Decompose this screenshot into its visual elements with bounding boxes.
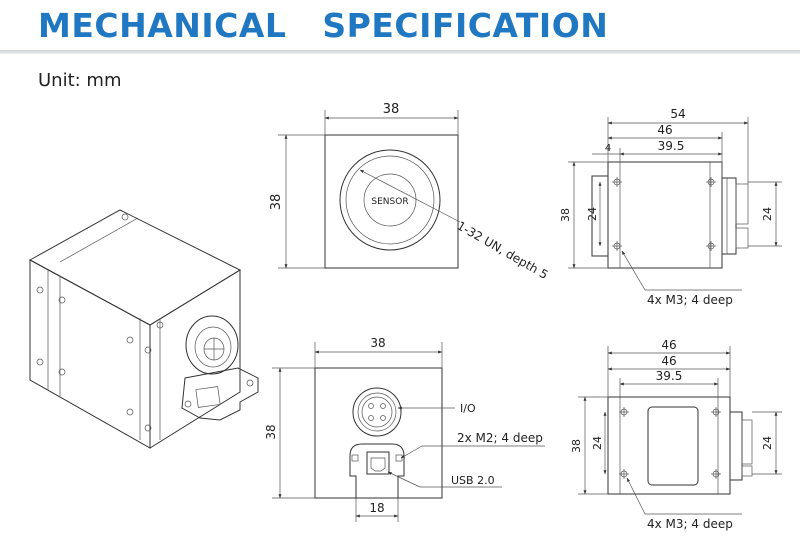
side-top-overall-dim: 54	[670, 107, 685, 121]
iso-screw-hole	[36, 358, 44, 366]
front-view: SENSOR 38 38 1-32 UN, depth 5	[269, 102, 551, 282]
io-label: I/O	[460, 402, 476, 415]
side-bottom-connector	[729, 411, 743, 481]
side-bottom-height-dim: 38	[570, 439, 583, 453]
page-title: MECHANICAL SPECIFICATION	[38, 6, 609, 45]
side-bottom-body	[607, 396, 731, 495]
side-top-inner-dim: 39.5	[658, 139, 685, 153]
iso-screw-hole	[144, 424, 152, 432]
iso-screw-hole	[156, 321, 164, 329]
iso-screw-hole	[58, 296, 66, 304]
side-top-holes-label: 4x M3; 4 deep	[647, 293, 733, 307]
crosshair-icon	[612, 177, 716, 251]
side-bottom-hole-left-dim: 24	[591, 436, 604, 450]
sensor-inner-ring	[345, 155, 435, 245]
front-body	[324, 134, 459, 269]
unit-label: Unit: mm	[38, 70, 122, 91]
side-top-connector	[721, 177, 737, 255]
sensor-label: SENSOR	[371, 197, 408, 207]
iso-top-face	[28, 209, 242, 326]
mount-thread-label: 1-32 UN, depth 5	[455, 218, 551, 282]
side-bottom-body-dim: 46	[661, 354, 676, 368]
front-height-dim: 38	[269, 194, 284, 211]
rear-width-dim: 38	[370, 336, 385, 350]
side-bottom-hole-right-dim: 24	[761, 436, 774, 450]
usb-bracket	[349, 443, 405, 499]
iso-screw-hole	[121, 213, 129, 221]
iso-io-connector	[185, 315, 239, 375]
usb-port	[366, 451, 390, 475]
side-view-bottom: 46 46 39.5 38 24 24 4x M3; 4 deep	[570, 338, 782, 531]
crosshair-icon	[619, 407, 721, 479]
iso-screw-hole	[58, 368, 66, 376]
sensor-outer-ring	[339, 149, 441, 251]
title-underline	[0, 50, 800, 54]
side-view-top: 54 46 39.5 4 38 24 24 4x M3; 4 deep	[559, 107, 782, 307]
iso-right-face	[149, 269, 241, 449]
sensor-window	[363, 173, 417, 227]
usb-label: USB 2.0	[451, 474, 495, 487]
iso-screw-hole	[144, 346, 152, 354]
side-bottom-inner-dim: 39.5	[656, 369, 683, 383]
iso-screw-hole	[126, 408, 134, 416]
side-bottom-overall-dim: 46	[661, 338, 676, 352]
side-top-hole-right-dim: 24	[761, 207, 774, 221]
side-top-height-dim: 38	[559, 208, 572, 222]
io-connector	[352, 387, 402, 437]
isometric-camera-view	[28, 209, 259, 449]
rear-body	[314, 367, 443, 499]
side-bottom-window	[647, 406, 699, 486]
side-top-body	[607, 161, 723, 269]
side-bottom-holes-label: 4x M3; 4 deep	[647, 517, 733, 531]
front-width-dim: 38	[383, 102, 400, 117]
side-top-body-dim: 46	[657, 123, 672, 137]
rear-view: 38 38 18 I/O 2x M2; 4 deep USB 2.0	[264, 336, 545, 522]
rear-height-dim: 38	[264, 424, 278, 439]
m2-holes-label: 2x M2; 4 deep	[457, 431, 543, 445]
side-top-hole-left-dim: 24	[586, 207, 599, 221]
iso-screw-hole	[36, 286, 44, 294]
side-top-offset-dim: 4	[605, 143, 611, 154]
iso-usb-bracket	[181, 367, 259, 421]
iso-screw-hole	[126, 336, 134, 344]
rear-bottom-dim: 18	[369, 501, 384, 515]
